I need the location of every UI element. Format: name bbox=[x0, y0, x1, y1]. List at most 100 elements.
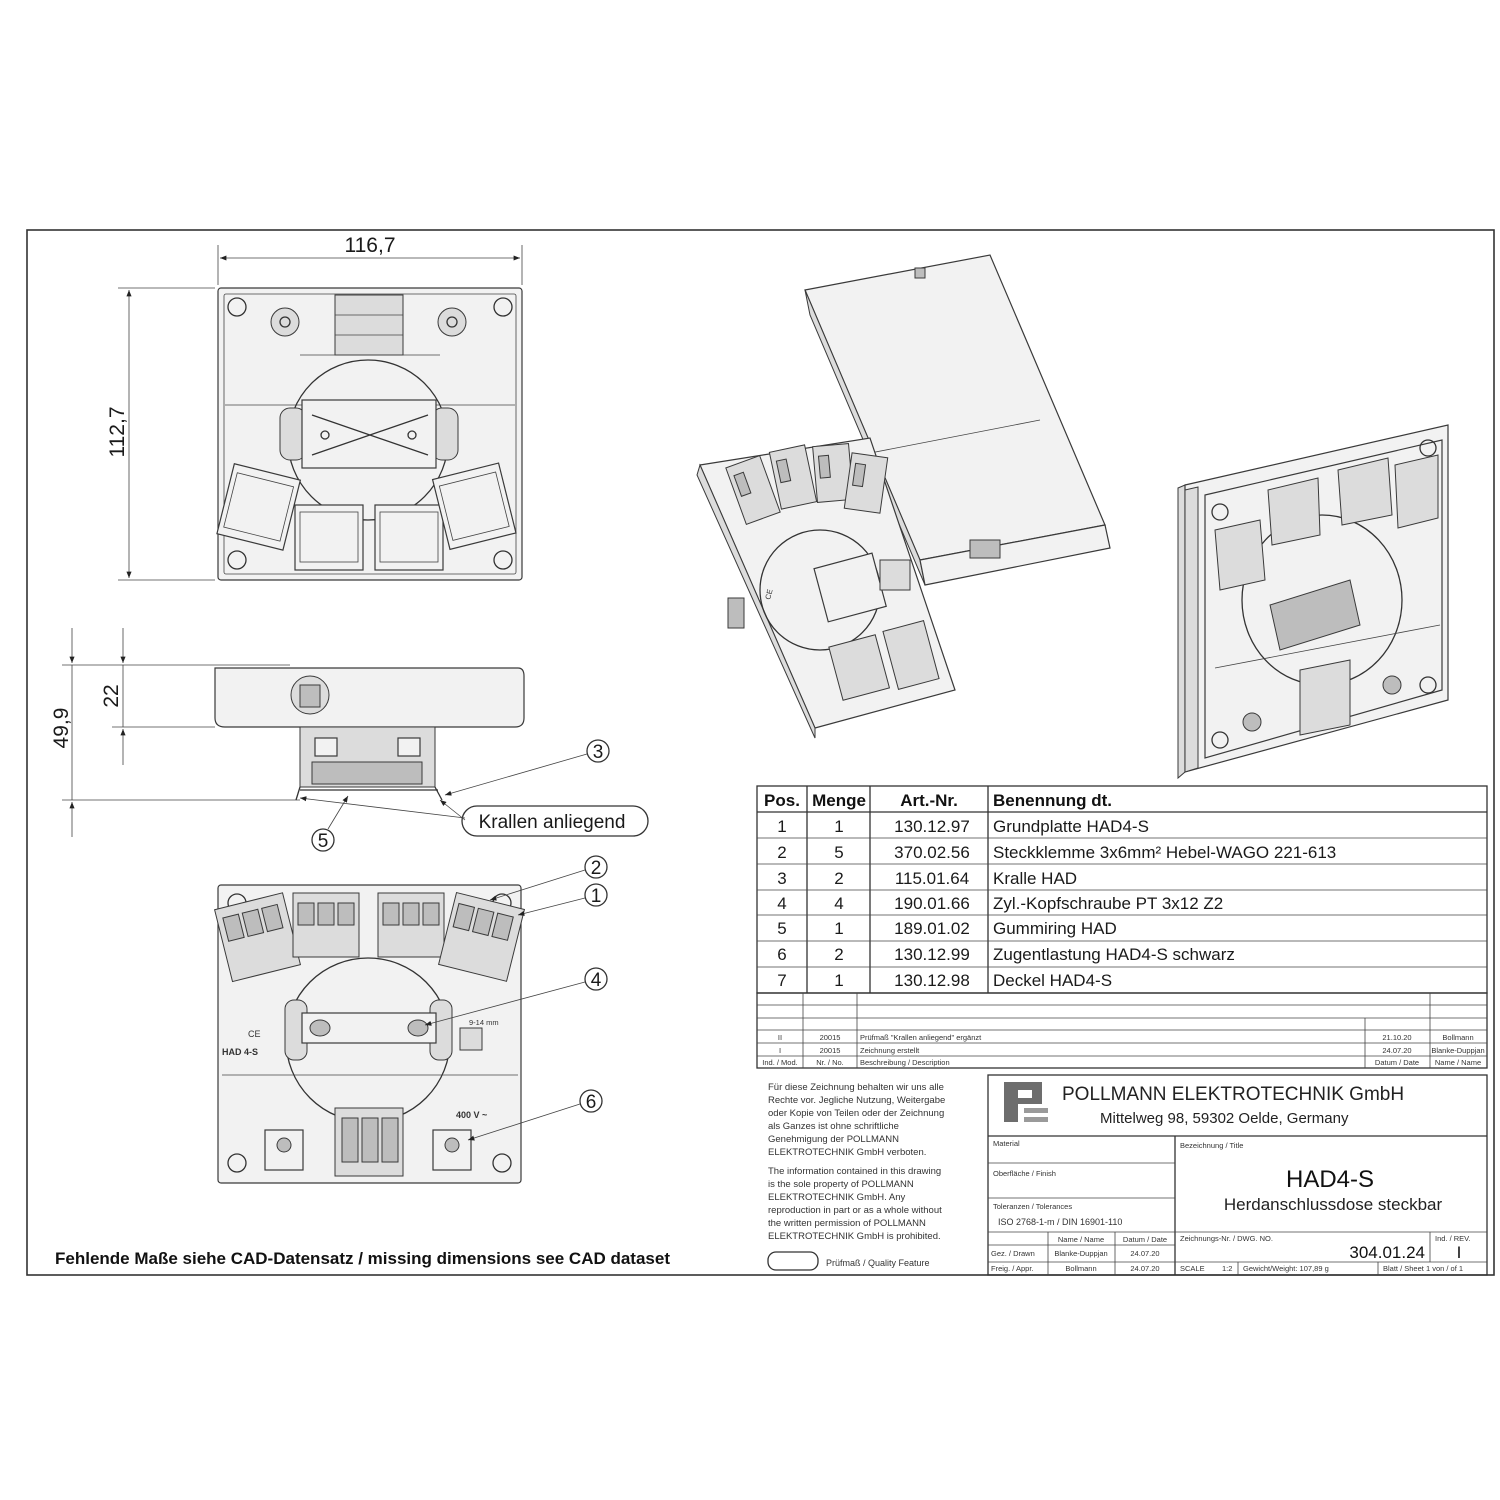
parts-table: Pos. Menge Art.-Nr. Benennung dt. 1 1 13… bbox=[756, 785, 1488, 994]
svg-text:Blanke-Duppjan: Blanke-Duppjan bbox=[1431, 1046, 1484, 1055]
svg-text:Name / Name: Name / Name bbox=[1435, 1058, 1481, 1067]
svg-text:Für diese Zeichnung behalten w: Für diese Zeichnung behalten wir uns all… bbox=[768, 1082, 944, 1093]
svg-text:7: 7 bbox=[777, 971, 786, 990]
svg-text:Steckklemme 3x6mm² Hebel-WAGO: Steckklemme 3x6mm² Hebel-WAGO 221-613 bbox=[993, 843, 1336, 862]
svg-text:the written permission of POLL: the written permission of POLLMANN bbox=[768, 1218, 926, 1229]
svg-text:3: 3 bbox=[777, 869, 786, 888]
company-name: POLLMANN ELEKTROTECHNIK GmbH bbox=[1062, 1084, 1404, 1105]
svg-text:Grundplatte HAD4-S: Grundplatte HAD4-S bbox=[993, 817, 1149, 836]
footer-note: Fehlende Maße siehe CAD-Datensatz / miss… bbox=[55, 1249, 670, 1268]
svg-text:Gummiring HAD: Gummiring HAD bbox=[993, 919, 1117, 938]
svg-text:Beschreibung / Description: Beschreibung / Description bbox=[860, 1058, 950, 1067]
dim-height-top: 112,7 bbox=[106, 407, 129, 458]
callout-4: 4 bbox=[591, 970, 602, 991]
table-row: 2 5 370.02.56 Steckklemme 3x6mm² Hebel-W… bbox=[757, 843, 1487, 865]
svg-text:ELEKTROTECHNIK GmbH. Any: ELEKTROTECHNIK GmbH. Any bbox=[768, 1192, 906, 1203]
svg-text:20015: 20015 bbox=[820, 1046, 841, 1055]
svg-text:130.12.97: 130.12.97 bbox=[894, 817, 970, 836]
svg-text:Ind. / REV.: Ind. / REV. bbox=[1435, 1234, 1471, 1243]
svg-text:I: I bbox=[779, 1046, 781, 1055]
drawing-number: 304.01.24 bbox=[1349, 1243, 1425, 1262]
dim-height-side-cover: 22 bbox=[100, 684, 123, 707]
svg-text:Kralle HAD: Kralle HAD bbox=[993, 869, 1077, 888]
svg-text:Prüfmaß "Krallen anliegend" er: Prüfmaß "Krallen anliegend" ergänzt bbox=[860, 1033, 982, 1042]
callout-6: 6 bbox=[586, 1092, 597, 1113]
pollmann-logo bbox=[1004, 1082, 1048, 1122]
col-header-artno: Art.-Nr. bbox=[900, 791, 958, 810]
svg-text:Zyl.-Kopfschraube PT 3x12 Z2: Zyl.-Kopfschraube PT 3x12 Z2 bbox=[993, 894, 1223, 913]
top-view: 116,7 112,7 bbox=[106, 234, 523, 581]
svg-text:oder Kopie von Teilen oder der: oder Kopie von Teilen oder der Zeichnung bbox=[768, 1108, 944, 1119]
callout-5: 5 bbox=[318, 831, 329, 852]
svg-text:1:2: 1:2 bbox=[1222, 1264, 1232, 1273]
svg-text:als Ganzes ist ohne schriftlic: als Ganzes ist ohne schriftliche bbox=[768, 1121, 899, 1132]
svg-text:Datum / Date: Datum / Date bbox=[1375, 1058, 1419, 1067]
svg-text:ELEKTROTECHNIK GmbH is prohibi: ELEKTROTECHNIK GmbH is prohibited. bbox=[768, 1231, 941, 1242]
svg-text:CE: CE bbox=[763, 588, 774, 600]
revision-row: I 20015 Zeichnung erstellt 24.07.20 Blan… bbox=[779, 1046, 1485, 1055]
revision-block: II 20015 Prüfmaß "Krallen anliegend" erg… bbox=[756, 992, 1488, 1069]
svg-text:370.02.56: 370.02.56 bbox=[894, 843, 970, 862]
bottom-view: CE HAD 4-S 9-14 mm 400 V ~ 2 1 4 6 bbox=[213, 855, 608, 1184]
iso-base-open: CE bbox=[696, 437, 956, 739]
svg-text:24.07.20: 24.07.20 bbox=[1130, 1249, 1159, 1258]
drawing-subtitle: Herdanschlussdose steckbar bbox=[1224, 1195, 1443, 1214]
svg-text:Rechte vor. Jegliche Nutzung,: Rechte vor. Jegliche Nutzung, Weitergabe bbox=[768, 1095, 945, 1106]
svg-text:Datum / Date: Datum / Date bbox=[1123, 1235, 1167, 1244]
svg-text:24.07.20: 24.07.20 bbox=[1382, 1046, 1411, 1055]
col-header-pos: Pos. bbox=[764, 791, 800, 810]
svg-text:Deckel HAD4-S: Deckel HAD4-S bbox=[993, 971, 1112, 990]
svg-text:21.10.20: 21.10.20 bbox=[1382, 1033, 1411, 1042]
svg-text:Bezeichnung / Title: Bezeichnung / Title bbox=[1180, 1141, 1243, 1150]
svg-text:Gez. / Drawn: Gez. / Drawn bbox=[991, 1249, 1035, 1258]
revision-row: II 20015 Prüfmaß "Krallen anliegend" erg… bbox=[778, 1033, 1474, 1042]
svg-text:SCALE: SCALE bbox=[1180, 1264, 1205, 1273]
svg-text:Blanke-Duppjan: Blanke-Duppjan bbox=[1054, 1249, 1107, 1258]
svg-text:Bollmann: Bollmann bbox=[1065, 1264, 1096, 1273]
svg-text:is the sole property of POLLMA: is the sole property of POLLMANN bbox=[768, 1179, 914, 1190]
svg-text:The information contained in t: The information contained in this drawin… bbox=[768, 1166, 941, 1177]
svg-text:1: 1 bbox=[834, 919, 843, 938]
table-row: 6 2 130.12.99 Zugentlastung HAD4-S schwa… bbox=[757, 945, 1487, 968]
svg-text:4: 4 bbox=[777, 894, 786, 913]
svg-text:Zugentlastung HAD4-S schwarz: Zugentlastung HAD4-S schwarz bbox=[993, 945, 1235, 964]
table-row: 5 1 189.01.02 Gummiring HAD bbox=[757, 919, 1487, 942]
krallen-label: Krallen anliegend bbox=[479, 812, 626, 833]
drawing-title: HAD4-S bbox=[1286, 1166, 1374, 1193]
svg-text:Bollmann: Bollmann bbox=[1442, 1033, 1473, 1042]
svg-text:1: 1 bbox=[834, 971, 843, 990]
callout-1: 1 bbox=[591, 886, 602, 907]
sheet-frame bbox=[26, 229, 1495, 1276]
iso-base-back bbox=[1177, 424, 1449, 780]
svg-text:189.01.02: 189.01.02 bbox=[894, 919, 970, 938]
drawing-revision: I bbox=[1457, 1243, 1462, 1262]
svg-text:Gewicht/Weight: 107,89 g: Gewicht/Weight: 107,89 g bbox=[1243, 1264, 1329, 1273]
svg-text:Zeichnung erstellt: Zeichnung erstellt bbox=[860, 1046, 920, 1055]
title-block: POLLMANN ELEKTROTECHNIK GmbH Mittelweg 9… bbox=[987, 1074, 1488, 1276]
svg-text:24.07.20: 24.07.20 bbox=[1130, 1264, 1159, 1273]
callout-2: 2 bbox=[591, 858, 602, 879]
callout-3: 3 bbox=[593, 742, 604, 763]
marking-model: HAD 4-S bbox=[222, 1047, 258, 1057]
marking-ce: CE bbox=[248, 1029, 261, 1039]
svg-text:5: 5 bbox=[777, 919, 786, 938]
svg-text:Material: Material bbox=[993, 1139, 1020, 1148]
marking-wire-range: 9-14 mm bbox=[469, 1018, 499, 1027]
svg-text:II: II bbox=[778, 1033, 782, 1042]
table-row: 3 2 115.01.64 Kralle HAD bbox=[757, 869, 1487, 891]
svg-text:Zeichnungs-Nr. / DWG. NO.: Zeichnungs-Nr. / DWG. NO. bbox=[1180, 1234, 1273, 1243]
dim-height-side-total: 49,9 bbox=[50, 708, 73, 749]
svg-text:Toleranzen / Tolerances: Toleranzen / Tolerances bbox=[993, 1202, 1072, 1211]
svg-text:1: 1 bbox=[834, 817, 843, 836]
svg-text:Freig. / Appr.: Freig. / Appr. bbox=[991, 1264, 1034, 1273]
svg-text:6: 6 bbox=[777, 945, 786, 964]
svg-text:20015: 20015 bbox=[820, 1033, 841, 1042]
marking-voltage: 400 V ~ bbox=[456, 1110, 487, 1120]
legal-note: Für diese Zeichnung behalten wir uns all… bbox=[767, 1082, 945, 1271]
col-header-qty: Menge bbox=[812, 791, 866, 810]
svg-text:130.12.98: 130.12.98 bbox=[894, 971, 970, 990]
svg-text:Nr. / No.: Nr. / No. bbox=[816, 1058, 844, 1067]
svg-text:4: 4 bbox=[834, 894, 843, 913]
svg-text:130.12.99: 130.12.99 bbox=[894, 945, 970, 964]
